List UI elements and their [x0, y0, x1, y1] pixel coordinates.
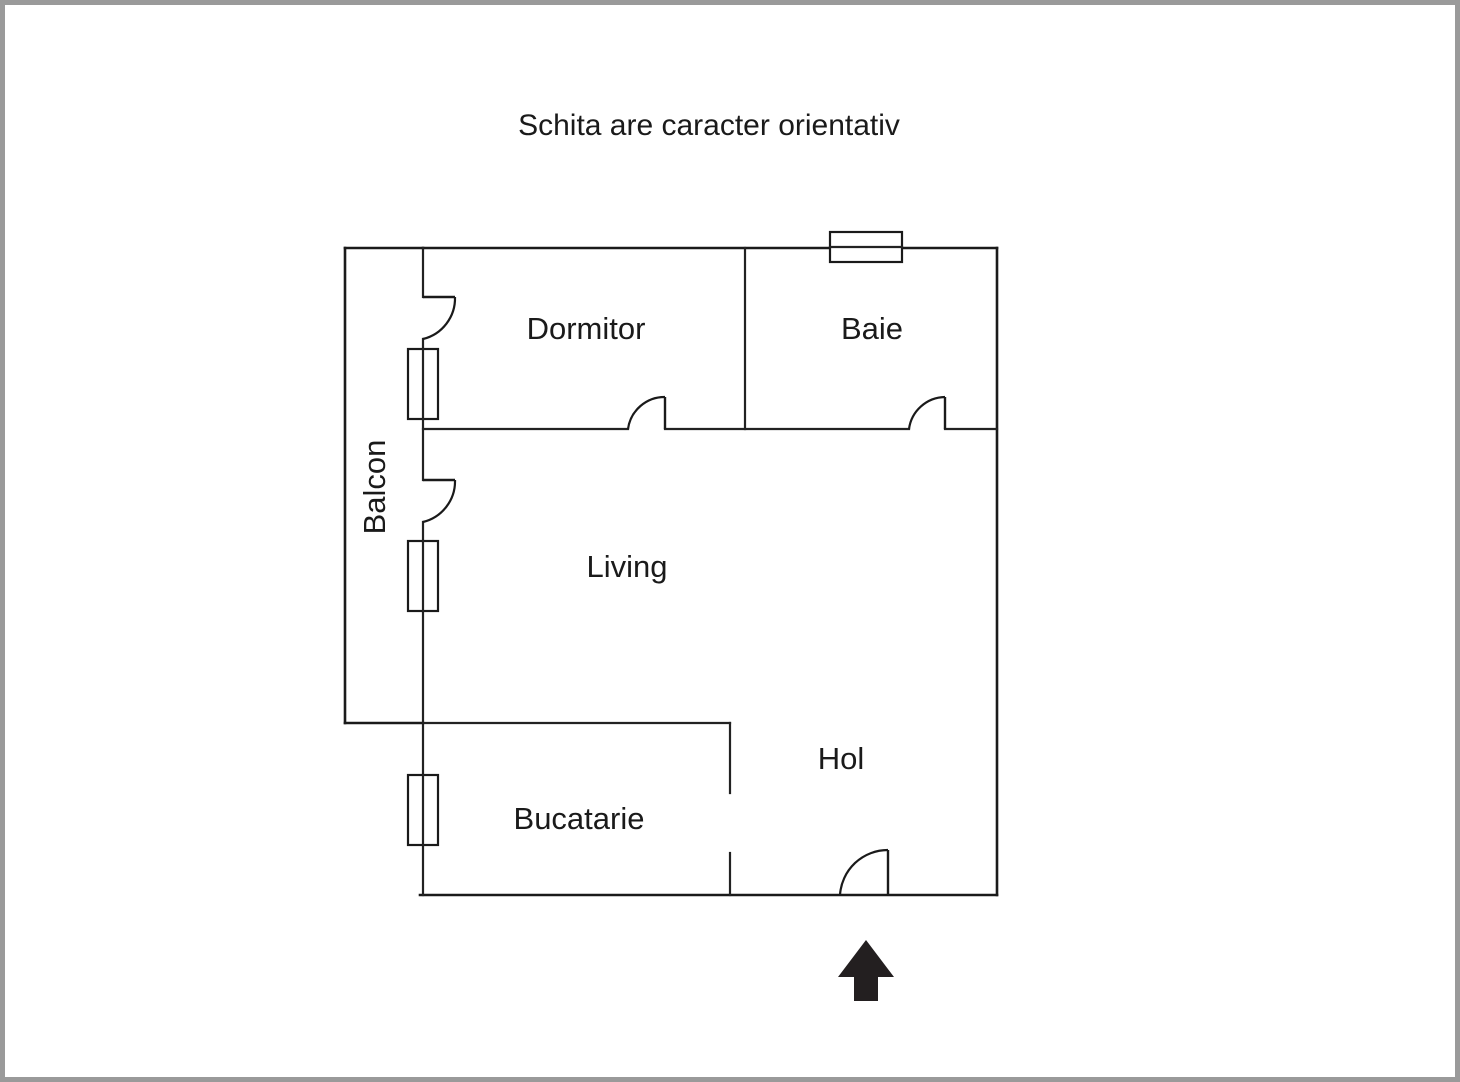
room-label-hol: Hol — [818, 741, 865, 776]
room-label-bucatarie: Bucatarie — [514, 801, 645, 836]
room-label-living: Living — [587, 549, 668, 584]
entrance-arrow-icon — [838, 940, 894, 1001]
door-baie-living-arc — [907, 395, 946, 430]
plan-title-note: Schita are caracter orientativ — [518, 109, 900, 142]
room-label-baie: Baie — [841, 311, 903, 346]
door-entrance-arc — [838, 848, 889, 896]
room-label-balcon: Balcon — [357, 440, 392, 535]
door-balcon-dormitor-arc — [422, 296, 457, 341]
door-dormitor-living-arc — [626, 395, 666, 430]
room-label-group: Dormitor Baie Balcon Living Hol Bucatari… — [357, 311, 903, 836]
window-mullion-group — [421, 245, 904, 847]
entrance-arrow-group — [838, 940, 894, 1001]
room-label-dormitor: Dormitor — [527, 311, 646, 346]
door-balcon-living-arc — [422, 479, 457, 524]
door-group — [422, 295, 947, 896]
